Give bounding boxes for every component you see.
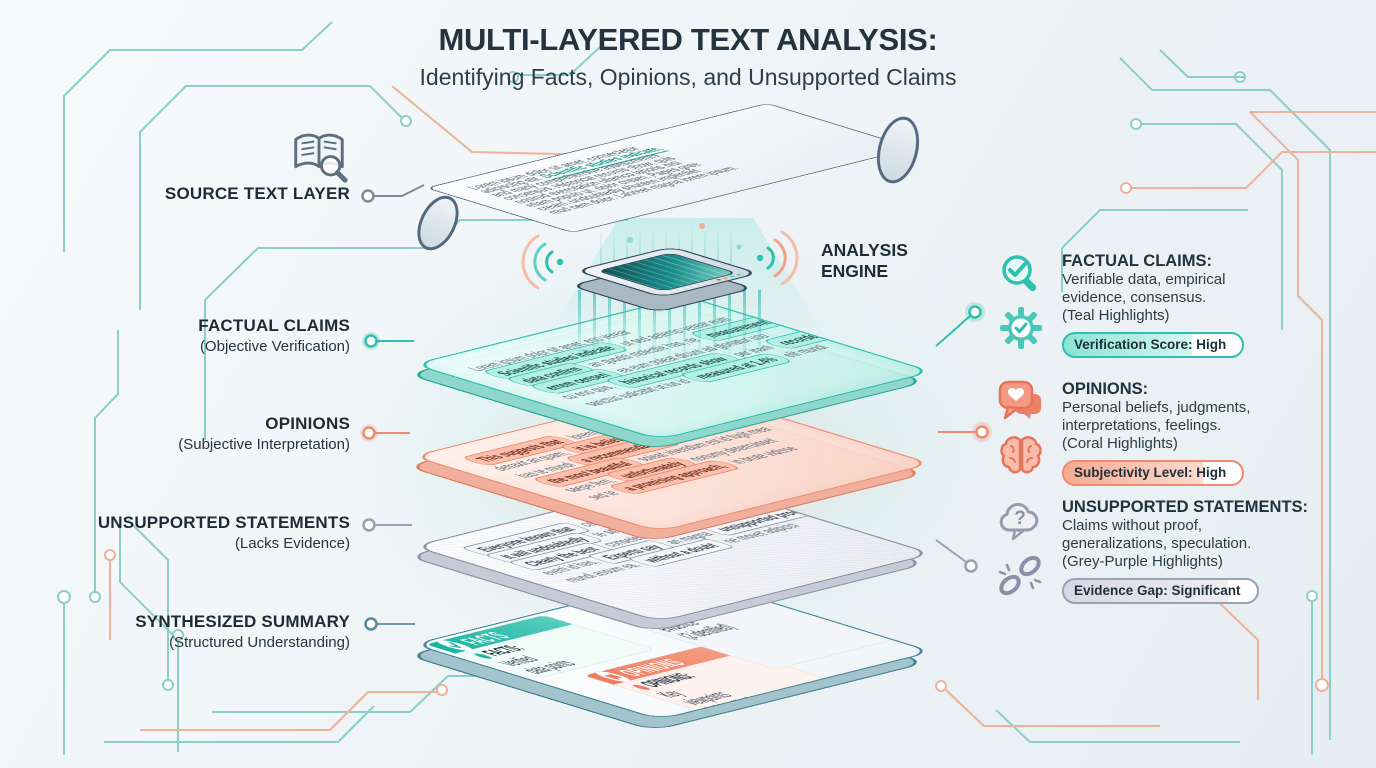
circuit-top-right [1061,49,1331,740]
panel-line: (Grey-Purple Highlights) [1062,553,1223,570]
engine-label-line2: ENGINE [821,261,889,281]
subjectivity-level-badge: Subjectivity Level: High [1062,460,1245,486]
analysis-engine-label: ANALYSIS ENGINE [821,240,908,282]
panel-opinions: OPINIONS: Personal beliefs, judgments, i… [1062,380,1312,486]
label-title: SOURCE TEXT LAYER [164,184,350,203]
label-subtitle: (Objective Verification) [199,338,350,355]
broken-chain-icon [997,552,1045,600]
svg-text:?: ? [1014,508,1026,529]
label-factual-claims: FACTUAL CLAIMS (Objective Verification) [88,316,350,355]
header: MULTI-LAYERED TEXT ANALYSIS: Identifying… [300,22,1076,91]
panel-heading: UNSUPPORTED STATEMENTS: [1062,498,1308,516]
panel-line: interpretations, feelings. [1062,417,1222,434]
circuit-bottom-right [995,590,1318,755]
opinions-band: OPINIONS [584,643,742,685]
label-source-text-layer: SOURCE TEXT LAYER [88,184,350,204]
panel-factual-claims: FACTUAL CLAIMS: Verifiable data, empiric… [1062,252,1312,358]
panel-line: Claims without proof, [1062,517,1203,534]
panel-heading: OPINIONS: [1062,380,1149,398]
label-subtitle: (Lacks Evidence) [234,535,350,552]
facts-band: FACTS [425,615,573,654]
page-title: MULTI-LAYERED TEXT ANALYSIS: [438,22,938,57]
panel-line: (Teal Highlights) [1062,307,1170,324]
panel-line: Personal beliefs, judgments, [1062,399,1251,416]
panel-line: (Coral Highlights) [1062,435,1178,452]
evidence-gap-badge: Evidence Gap: Significant [1062,578,1259,604]
panel-line: Verifiable data, empirical [1062,271,1226,288]
chat-heart-icon [997,378,1045,426]
label-title: SYNTHESIZED SUMMARY [135,612,350,631]
summary-card-facts: FACTS FACTS: Verified data points (3 ide… [424,614,656,679]
label-title: FACTUAL CLAIMS [198,316,350,335]
book-magnifier-icon [288,126,350,188]
cloud-question-icon: ? [997,496,1045,544]
check-circle-icon [437,640,473,651]
page-subtitle: Identifying Facts, Opinions, and Unsuppo… [419,64,957,90]
circuit-bottom-left [57,520,608,755]
verification-score-badge: Verification Score: High [1062,332,1245,358]
panel-heading: FACTUAL CLAIMS: [1062,252,1213,270]
magnifier-check-icon [997,250,1045,298]
label-subtitle: (Structured Understanding) [169,634,350,651]
label-title: OPINIONS [265,414,350,433]
label-unsupported-statements: UNSUPPORTED STATEMENTS (Lacks Evidence) [88,513,350,552]
brain-icon [997,432,1045,480]
summary-card-opinions: OPINIONS OPINIONS: Key viewpoints (4 ide… [582,643,826,711]
circuit-top-left [63,21,628,691]
panel-unsupported: UNSUPPORTED STATEMENTS: Claims without p… [1062,498,1312,604]
signal-arcs [521,223,799,290]
label-subtitle: (Subjective Interpretation) [178,436,350,453]
gear-check-icon [997,304,1045,352]
chat-icon [595,671,631,682]
engine-label-line1: ANALYSIS [821,240,908,260]
label-opinions: OPINIONS (Subjective Interpretation) [88,414,350,453]
circuit-top-right-coral [1120,111,1376,692]
panel-line: evidence, consensus. [1062,289,1207,306]
circuit-bottom-left-coral [104,549,448,731]
panel-line: generalizations, speculation. [1062,535,1252,552]
label-synthesized-summary: SYNTHESIZED SUMMARY (Structured Understa… [88,612,350,651]
label-title: UNSUPPORTED STATEMENTS [97,513,350,532]
